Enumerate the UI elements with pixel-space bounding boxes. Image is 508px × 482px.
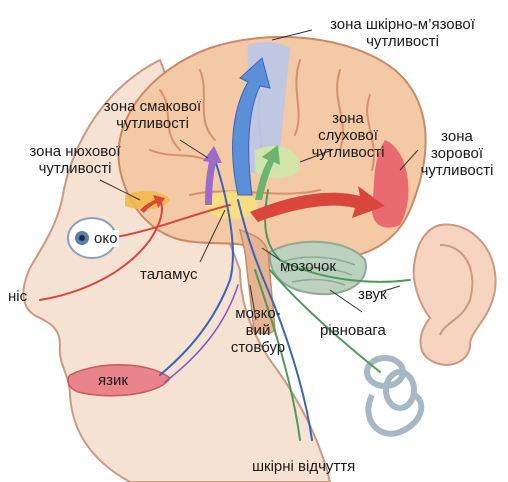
- tongue-label: язик: [98, 372, 128, 389]
- skin-muscle-zone-label-line-1: зона шкірно-м’язової: [300, 16, 505, 33]
- balance-label: рівновага: [320, 322, 386, 339]
- olfactory-zone-label-line-1: зона нюхової: [4, 143, 146, 160]
- brainstem-label-line-1: мозко-: [218, 305, 298, 322]
- ear: [414, 224, 496, 364]
- skin-muscle-zone-label-line-2: чутливості: [300, 33, 505, 50]
- auditory-zone-label: зона слухової чутливості: [298, 110, 398, 161]
- taste-zone-label-line-1: зона смакової: [80, 98, 225, 115]
- thalamus-label: таламус: [140, 266, 197, 283]
- cerebellum-label: мозочок: [280, 258, 336, 275]
- auditory-zone-label-line-1: зона: [298, 110, 398, 127]
- brainstem-label-line-2: вий: [218, 322, 298, 339]
- visual-zone-label-line-2: зорової: [408, 145, 506, 162]
- visual-zone-label-line-1: зона: [408, 128, 506, 145]
- sound-label: звук: [358, 286, 387, 303]
- visual-zone-label-line-3: чутливості: [408, 162, 506, 179]
- olfactory-zone-label: зона нюхової чутливості: [4, 143, 146, 177]
- taste-zone-label: зона смакової чутливості: [80, 98, 225, 132]
- auditory-zone-label-line-2: слухової: [298, 127, 398, 144]
- skin-sensations-label: шкірні відчуття: [252, 458, 355, 475]
- taste-zone-label-line-2: чутливості: [80, 115, 225, 132]
- skin-muscle-zone-label: зона шкірно-м’язової чутливості: [300, 16, 505, 50]
- visual-zone-label: зона зорової чутливості: [408, 128, 506, 179]
- nose-label: ніс: [8, 288, 27, 305]
- auditory-zone-label-line-3: чутливості: [298, 144, 398, 161]
- brainstem-label: мозко- вий стовбур: [218, 305, 298, 356]
- olfactory-zone-label-line-2: чутливості: [4, 160, 146, 177]
- eye-label: око: [92, 230, 119, 247]
- brainstem-label-line-3: стовбур: [218, 339, 298, 356]
